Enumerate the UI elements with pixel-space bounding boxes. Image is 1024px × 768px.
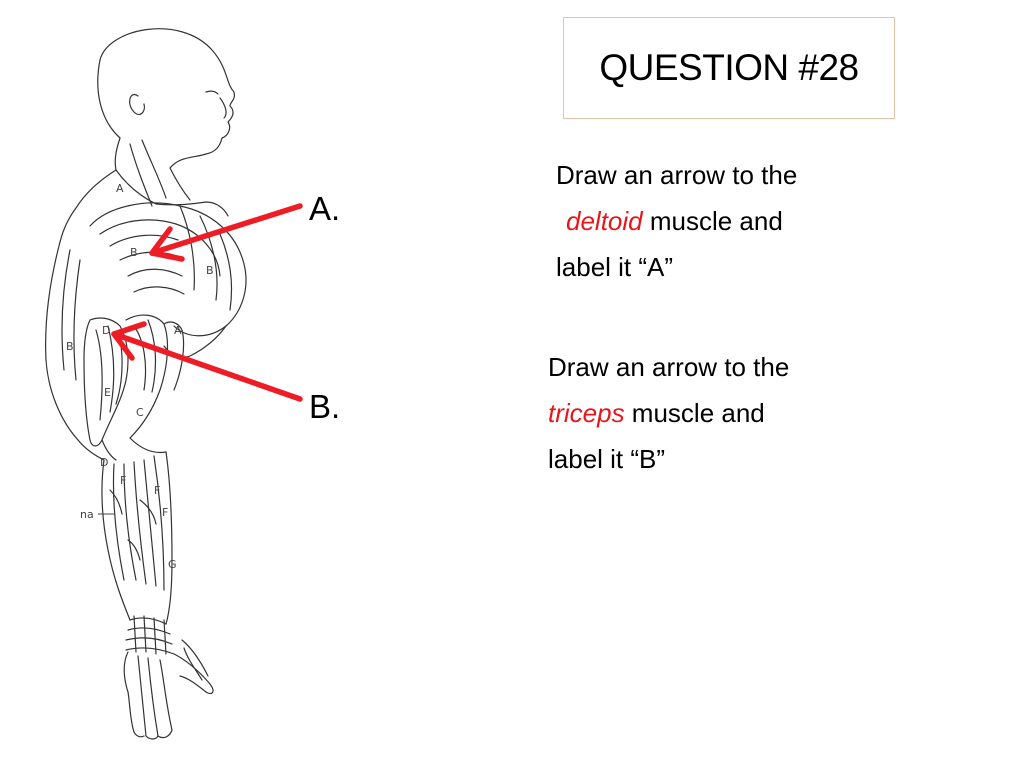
wrist-band bbox=[129, 617, 167, 625]
arm-muscle-illustration: A B B B D A C E D F F F G na bbox=[45, 28, 247, 740]
question-title-box: QUESTION #28 bbox=[563, 17, 895, 119]
neck-front bbox=[169, 167, 191, 201]
instruction-line: Draw an arrow to the bbox=[548, 352, 790, 382]
figure-label-f-3: F bbox=[162, 506, 168, 519]
figure-label-g: G bbox=[168, 558, 177, 571]
head-back bbox=[97, 59, 121, 139]
instruction-line: triceps muscle and bbox=[548, 390, 789, 436]
back-edge bbox=[45, 241, 79, 441]
instruction-line-rest: muscle and bbox=[642, 206, 783, 236]
biceps bbox=[125, 314, 169, 439]
instruction-line: label it “A” bbox=[556, 252, 674, 282]
answer-label-b: B. bbox=[309, 388, 341, 425]
figure-label-a-arm: A bbox=[174, 324, 182, 337]
figure-label-d-triceps: D bbox=[102, 324, 110, 337]
figure-label-b-back: B bbox=[66, 340, 74, 353]
figure-label-c: C bbox=[136, 406, 144, 419]
keyword-triceps: triceps bbox=[548, 398, 625, 428]
forearm-outline-right bbox=[165, 451, 173, 625]
figure-label-a-top: A bbox=[116, 182, 124, 195]
figure-label-d-forearm: D bbox=[100, 456, 108, 469]
question-title: QUESTION #28 bbox=[599, 47, 859, 88]
deltoid bbox=[89, 202, 247, 337]
answer-label-a: A. bbox=[309, 190, 341, 227]
figure-label-f-1: F bbox=[120, 474, 126, 487]
eye bbox=[205, 90, 219, 95]
figure-label-b-shoulder: B bbox=[206, 264, 214, 277]
forearm-outline-left bbox=[101, 459, 131, 621]
instruction-triceps: Draw an arrow to the triceps muscle and … bbox=[548, 344, 789, 482]
figure-label-f-2: F bbox=[154, 484, 160, 497]
keyword-deltoid: deltoid bbox=[566, 206, 643, 236]
instruction-deltoid: Draw an arrow to the deltoid muscle and … bbox=[556, 152, 797, 290]
head-outline bbox=[99, 28, 236, 169]
hand-outline bbox=[123, 651, 214, 737]
instruction-line: Draw an arrow to the bbox=[556, 160, 798, 190]
instruction-line: label it “B” bbox=[548, 444, 666, 474]
upper-arm-back bbox=[77, 439, 105, 461]
ear bbox=[129, 94, 145, 116]
trapezius bbox=[59, 169, 117, 243]
figure-label-na: na bbox=[80, 508, 94, 521]
nose-line bbox=[219, 97, 227, 119]
figure-label-b-deltoid: B bbox=[130, 246, 138, 259]
instruction-line: deltoid muscle and bbox=[556, 198, 797, 244]
neck-back bbox=[114, 137, 121, 171]
instruction-line-rest: muscle and bbox=[624, 398, 765, 428]
figure-label-e: E bbox=[104, 386, 111, 399]
